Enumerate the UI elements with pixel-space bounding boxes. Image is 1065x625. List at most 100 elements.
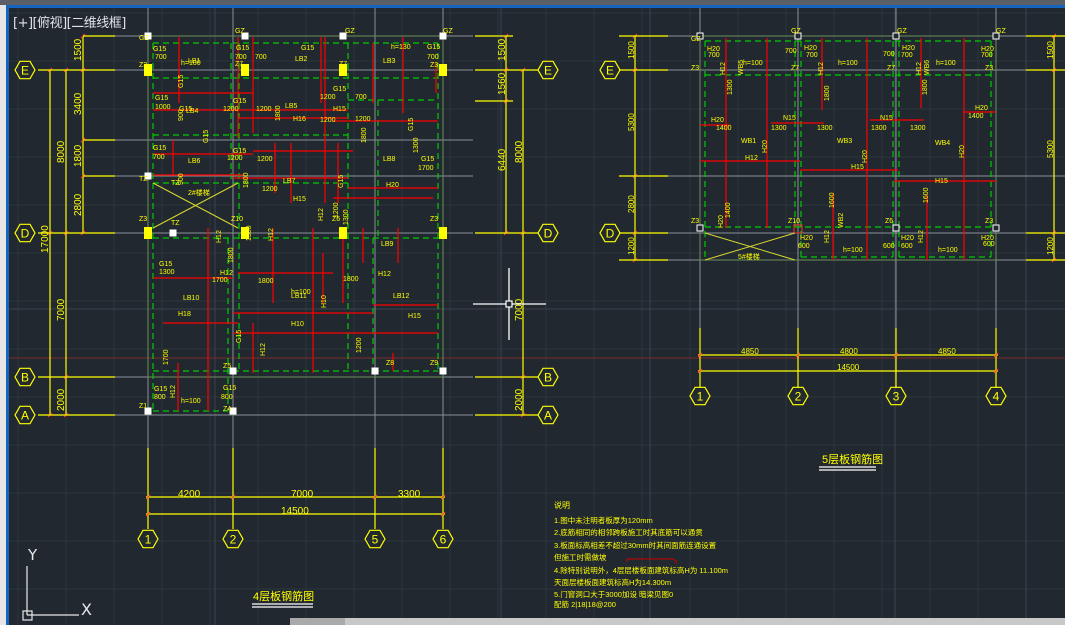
- column-marker: [241, 32, 249, 40]
- rebar-label: H16: [293, 116, 306, 123]
- axis-bubble-D-left-label: D: [21, 227, 30, 241]
- rebar-label: 700: [235, 54, 247, 61]
- column-tag: GZ: [345, 28, 355, 35]
- note-line: 但施工时需做坡: [554, 552, 607, 562]
- rebar-label-vertical: H12: [818, 62, 825, 75]
- rebar-label: H20: [800, 235, 813, 242]
- revision-mark: [626, 558, 677, 564]
- rebar-label-vertical: G15: [408, 118, 415, 131]
- rebar-label-vertical: WB2: [838, 213, 845, 228]
- dim-1500-right: 1500: [497, 38, 508, 61]
- rebar-label: H18: [178, 311, 191, 318]
- rebar-label: h=100: [743, 60, 763, 67]
- rebar-label: 1300: [817, 125, 833, 132]
- rebar-label: 1700: [212, 277, 228, 284]
- axis-bubble-5-bubble: [364, 529, 386, 549]
- dim-7000-right: 7000: [514, 298, 525, 321]
- rebar-label: 1200: [320, 117, 336, 124]
- rebar-label: 1000: [155, 104, 171, 111]
- slab-label: LB1: [188, 58, 201, 65]
- column-marker: [144, 32, 152, 40]
- axis-bubble-D-left-bubble: [14, 223, 36, 243]
- column-marker: [696, 32, 704, 40]
- rebar-label: 1400: [716, 125, 732, 132]
- rebar-label-vertical: H20: [762, 140, 769, 153]
- rebar-label: 700: [901, 52, 913, 59]
- view-controls-label[interactable]: [+][俯视][二维线框]: [13, 16, 126, 31]
- rebar-label-vertical: 900: [178, 173, 185, 185]
- axis-bubble-D-right-label: D: [544, 227, 553, 241]
- axis-bubble-6-bubble: [432, 529, 454, 549]
- rebar-label-vertical: H20: [959, 145, 966, 158]
- rebar-label: 700: [255, 54, 267, 61]
- ucs-x-label: X: [81, 600, 92, 619]
- ucs-y-label: Y: [27, 546, 38, 564]
- axis-bubble-2-label: 2: [230, 533, 237, 547]
- dim-5300: 5300: [627, 113, 636, 131]
- column-tag: Z1: [139, 403, 147, 410]
- rebar-label-vertical: G15: [203, 130, 210, 143]
- background-grid: [9, 8, 1065, 625]
- rebar-label: H15: [851, 164, 864, 171]
- rebar-label: 1300: [871, 125, 887, 132]
- column-tag: GZ: [691, 36, 701, 43]
- rebar-label-vertical: 1800: [275, 105, 282, 121]
- rebar-label: h=130: [391, 44, 411, 51]
- dimension-tick: [697, 368, 703, 374]
- axis-bubble-1-label: 1: [697, 390, 704, 404]
- dim-17000: 17000: [40, 225, 51, 253]
- column-tag: Z3: [691, 65, 699, 72]
- slab-label: LB7: [283, 178, 296, 185]
- column-marker: [696, 224, 704, 232]
- axis-bubble-4-bubble: [985, 386, 1007, 406]
- slab-outline: [147, 35, 444, 378]
- column-tag: Z7: [235, 61, 243, 68]
- rebar-label-vertical: 900: [178, 109, 185, 121]
- column-tag: Z5: [223, 363, 231, 370]
- column-tag: Z4: [223, 406, 231, 413]
- column-tag: Z3: [985, 218, 993, 225]
- axis-bubble-5-label: 5: [372, 533, 379, 547]
- rebar-label-vertical: G15: [178, 75, 185, 88]
- rebar-label: WB4: [935, 140, 950, 147]
- rebar-label: 600: [798, 243, 810, 250]
- rebar-label: 1200: [320, 94, 336, 101]
- rebar-label-vertical: 1800: [824, 85, 831, 101]
- rebar-label: G15: [153, 145, 166, 152]
- axis-bubble-2-bubble: [787, 386, 809, 406]
- rebar-label-vertical: H12: [918, 230, 925, 243]
- axis-bubble-E-right-label: E: [544, 64, 552, 78]
- rebar-label: H20: [707, 46, 720, 53]
- rebar-label: 1300: [159, 269, 175, 276]
- rebar-label: G15: [153, 46, 166, 53]
- column-block: [339, 227, 347, 239]
- dim-4200: 4200: [178, 489, 201, 500]
- slab-label: LB3: [383, 58, 396, 65]
- rebar-label-vertical: H12: [318, 208, 325, 221]
- rebar-label: G15: [421, 156, 434, 163]
- rebar-label: h=100: [181, 60, 201, 67]
- rebar-label-vertical: 1200: [333, 202, 340, 218]
- column-marker: [169, 229, 177, 237]
- column-marker: [892, 32, 900, 40]
- column-block: [144, 64, 152, 76]
- slab-label: LB5: [285, 103, 298, 110]
- horizontal-scrollbar[interactable]: [290, 618, 1065, 625]
- column-tag: Z3: [985, 65, 993, 72]
- axis-bubble-B-left-bubble: [14, 367, 36, 387]
- column-tag: Z7: [791, 65, 799, 72]
- dim-1500: 1500: [73, 38, 84, 61]
- plan-title: 5层板钢筋图: [822, 452, 883, 466]
- rebar-label-vertical: H12: [916, 62, 923, 75]
- rebar-label: 1700: [418, 165, 434, 172]
- dimension-tick: [372, 494, 378, 500]
- rebar-label-vertical: H12: [824, 230, 831, 243]
- scrollbar-thumb[interactable]: [345, 618, 1065, 625]
- stair-label: 2#楼梯: [188, 188, 210, 197]
- axis-bubble-2-bubble: [222, 529, 244, 549]
- dim-2000-right: 2000: [514, 388, 525, 411]
- dim-1500-right: 1500: [1046, 41, 1055, 59]
